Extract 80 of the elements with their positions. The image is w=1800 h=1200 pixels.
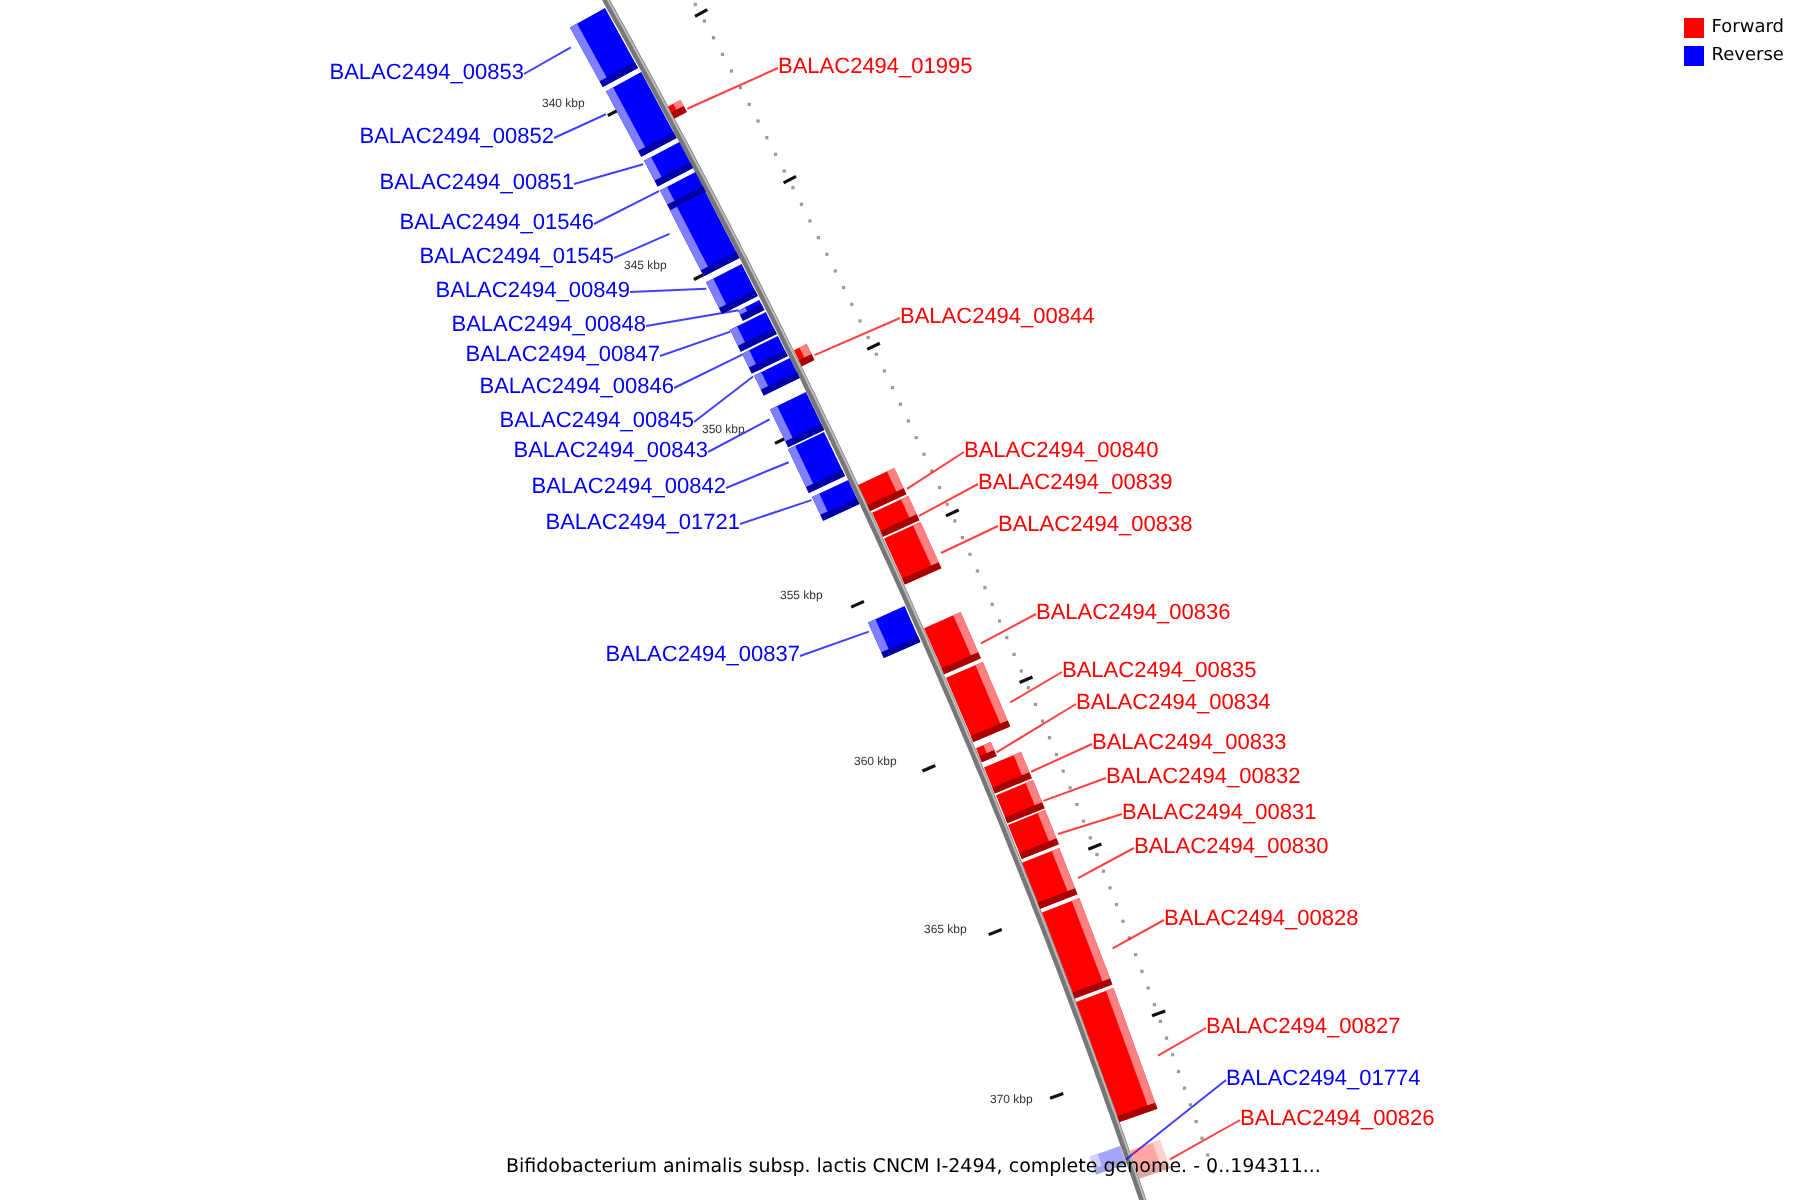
gene-block bbox=[570, 7, 639, 88]
gene-label: BALAC2494_00827 bbox=[1206, 1015, 1401, 1041]
leader-line bbox=[1157, 1027, 1207, 1057]
leader-line bbox=[739, 499, 813, 525]
leader-line bbox=[1057, 813, 1123, 835]
leader-line bbox=[939, 525, 999, 554]
gene-block bbox=[975, 742, 997, 763]
gene-label: BALAC2494_01721 bbox=[545, 511, 740, 537]
gene-block bbox=[668, 99, 688, 119]
legend-label: Reverse bbox=[1711, 46, 1784, 66]
leader-line bbox=[523, 46, 572, 75]
leader-line bbox=[813, 317, 901, 357]
gene-label: BALAC2494_00847 bbox=[465, 343, 660, 369]
leader-line bbox=[553, 113, 607, 139]
leader-line bbox=[593, 190, 660, 225]
gene-label: BALAC2494_00839 bbox=[978, 471, 1173, 497]
gene-label: BALAC2494_00826 bbox=[1240, 1107, 1435, 1133]
gene-label: BALAC2494_00848 bbox=[451, 313, 646, 339]
leader-line bbox=[799, 630, 870, 657]
gene-block bbox=[788, 431, 846, 493]
leader-line bbox=[659, 330, 732, 357]
gene-block bbox=[706, 263, 759, 314]
gene-block bbox=[1076, 988, 1158, 1123]
gene-label: BALAC2494_00835 bbox=[1062, 659, 1257, 685]
leader-line bbox=[573, 163, 645, 185]
gene-block bbox=[924, 612, 981, 675]
leader-line bbox=[645, 309, 740, 327]
gene-label: BALAC2494_00846 bbox=[479, 375, 674, 401]
leader-line bbox=[979, 613, 1037, 645]
gene-label: BALAC2494_01545 bbox=[419, 245, 614, 271]
caption: Bifidobacterium animalis subsp. lactis CNCM I-2494, complete genome. - 0..194311... bbox=[506, 1156, 1321, 1180]
gene-label: BALAC2494_00845 bbox=[499, 409, 694, 435]
gene-label: BALAC2494_00851 bbox=[379, 171, 574, 197]
leader-line bbox=[673, 353, 744, 389]
gene-label: BALAC2494_00849 bbox=[435, 279, 630, 305]
gene-label: BALAC2494_00838 bbox=[998, 513, 1193, 539]
gene-block bbox=[1007, 809, 1059, 859]
gene-label: BALAC2494_01774 bbox=[1226, 1067, 1421, 1093]
leader-line bbox=[918, 483, 979, 517]
leader-line bbox=[629, 287, 708, 293]
leader-line bbox=[1030, 743, 1093, 773]
gene-block bbox=[605, 71, 677, 157]
gene-label: BALAC2494_00853 bbox=[329, 61, 524, 87]
leader-line bbox=[905, 451, 965, 490]
gene-label: BALAC2494_00830 bbox=[1134, 835, 1329, 861]
gene-block bbox=[868, 605, 922, 658]
legend-label: Forward bbox=[1711, 18, 1784, 38]
gene-label: BALAC2494_00837 bbox=[605, 643, 800, 669]
leader-line bbox=[686, 67, 779, 110]
gene-block bbox=[1022, 847, 1079, 909]
gene-block bbox=[769, 391, 824, 447]
gene-block bbox=[794, 344, 815, 367]
gene-label: BALAC2494_01546 bbox=[399, 211, 594, 237]
gene-label: BALAC2494_00834 bbox=[1076, 691, 1271, 717]
gene-block bbox=[883, 521, 941, 585]
gene-label: BALAC2494_00852 bbox=[359, 125, 554, 151]
gene-block bbox=[811, 479, 859, 521]
gene-block bbox=[946, 662, 1011, 743]
gene-label: BALAC2494_00831 bbox=[1122, 801, 1317, 827]
leader-line bbox=[613, 232, 671, 259]
leader-line bbox=[1169, 1119, 1241, 1161]
gene-label: BALAC2494_00828 bbox=[1164, 907, 1359, 933]
leader-line bbox=[725, 461, 790, 489]
gene-label: BALAC2494_00844 bbox=[900, 305, 1095, 331]
leader-line bbox=[1111, 919, 1165, 950]
leader-line bbox=[693, 375, 755, 423]
gene-block bbox=[753, 357, 799, 396]
leader-line bbox=[1124, 1079, 1227, 1161]
gene-label: BALAC2494_00840 bbox=[964, 439, 1159, 465]
gene-label: BALAC2494_00843 bbox=[513, 439, 708, 465]
leader-line bbox=[1077, 847, 1135, 880]
leader-line bbox=[707, 418, 771, 453]
gene-label: BALAC2494_01995 bbox=[778, 55, 973, 81]
gene-label: BALAC2494_00833 bbox=[1092, 731, 1287, 757]
leader-line bbox=[995, 703, 1077, 754]
gene-label: BALAC2494_00842 bbox=[531, 475, 726, 501]
leader-line bbox=[1009, 671, 1063, 704]
leader-line bbox=[1042, 777, 1107, 802]
gene-label: BALAC2494_00836 bbox=[1036, 601, 1231, 627]
gene-label: BALAC2494_00832 bbox=[1106, 765, 1301, 791]
